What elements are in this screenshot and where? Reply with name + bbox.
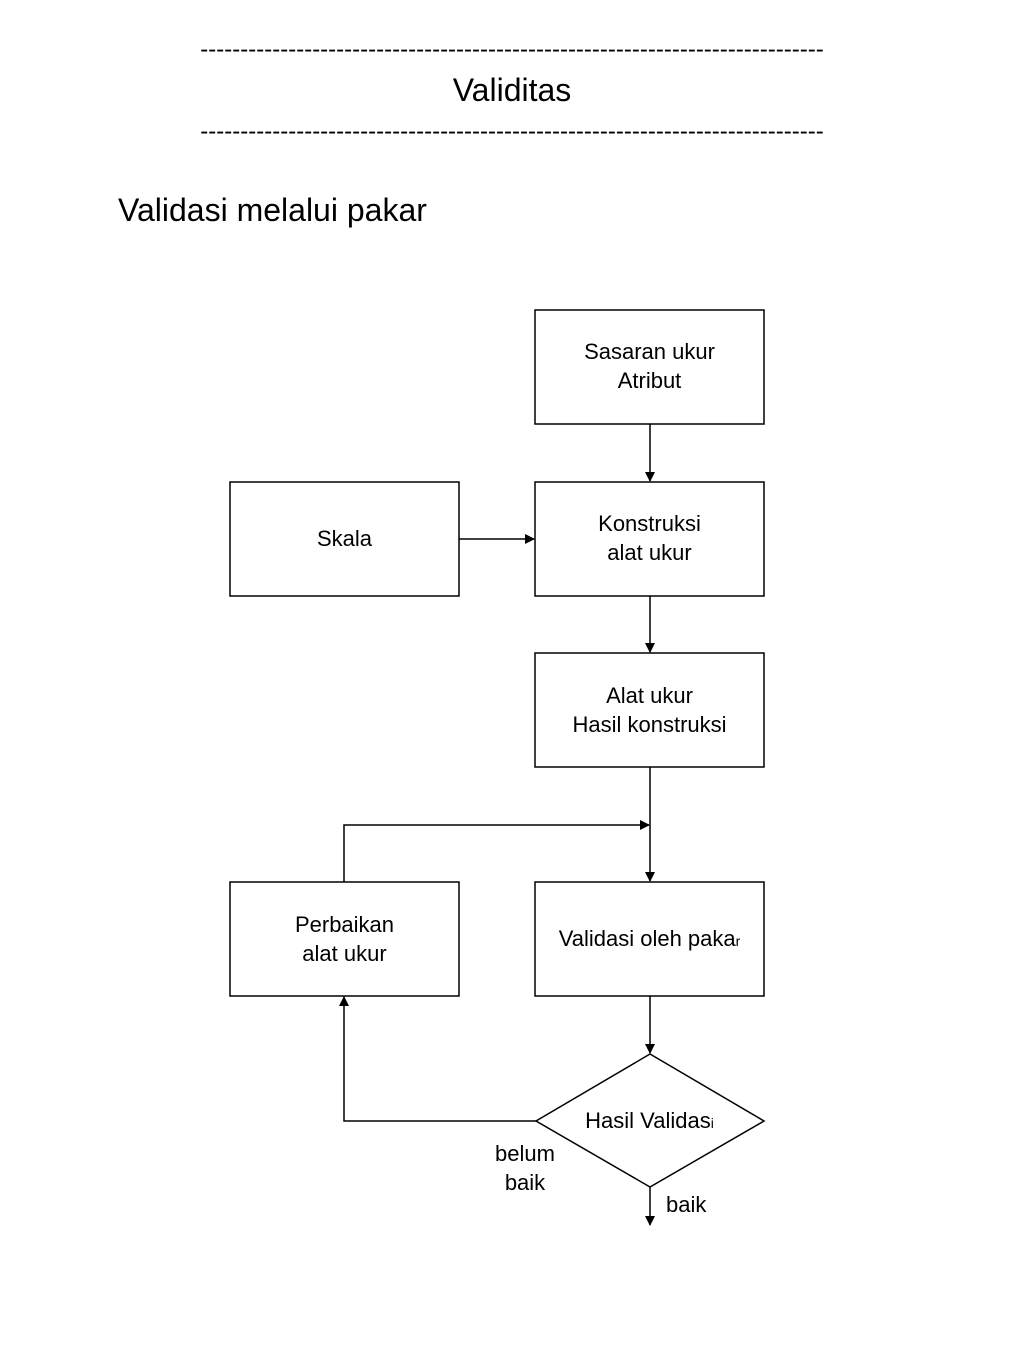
node-validasi-label: Validasi oleh pakar — [559, 926, 741, 951]
node-skala: Skala — [229, 481, 460, 597]
node-skala-label: Skala — [317, 526, 373, 551]
node-konstruksi: Konstruksi alat ukur — [534, 481, 765, 597]
node-validasi-pakar: Validasi oleh pakar — [534, 881, 765, 997]
node-konstruksi-line1: Konstruksi — [598, 511, 701, 536]
node-sasaran-line1: Sasaran ukur — [584, 339, 715, 364]
node-alat-ukur-box — [534, 652, 765, 768]
edge-label-baik: baik — [666, 1192, 707, 1217]
node-validasi-tail: r — [736, 933, 741, 949]
node-sasaran-ukur: Sasaran ukur Atribut — [534, 309, 765, 425]
node-validasi-box — [534, 881, 765, 997]
edge-label-belum-2: baik — [505, 1170, 546, 1195]
node-konstruksi-box — [534, 481, 765, 597]
top-divider: ----------------------------------------… — [200, 38, 824, 62]
section-title: Validasi melalui pakar — [118, 192, 427, 228]
node-alat-ukur-line2: Hasil konstruksi — [572, 712, 726, 737]
node-perbaikan: Perbaikan alat ukur — [229, 881, 460, 997]
node-alat-ukur: Alat ukur Hasil konstruksi — [534, 652, 765, 768]
node-hasil-label: Hasil Validasi — [585, 1108, 714, 1133]
node-hasil-tail: i — [711, 1115, 714, 1131]
edge-perbaikan-to-loop — [343, 820, 650, 882]
node-alat-ukur-line1: Alat ukur — [606, 683, 693, 708]
edge-hasil-to-perbaikan — [339, 996, 536, 1122]
node-perbaikan-line1: Perbaikan — [295, 912, 394, 937]
node-skala-box — [229, 481, 460, 597]
bottom-divider: ----------------------------------------… — [200, 120, 824, 144]
node-sasaran-box — [534, 309, 765, 425]
node-hasil-validasi: Hasil Validasi — [534, 1053, 766, 1188]
node-validasi-main: Validasi oleh paka — [559, 926, 737, 951]
node-perbaikan-box — [229, 881, 460, 997]
node-konstruksi-line2: alat ukur — [607, 540, 691, 565]
node-hasil-main: Hasil Validas — [585, 1108, 711, 1133]
edge-label-belum-1: belum — [495, 1141, 555, 1166]
node-perbaikan-line2: alat ukur — [302, 941, 386, 966]
page-title: Validitas — [452, 72, 572, 108]
node-sasaran-line2: Atribut — [618, 368, 682, 393]
